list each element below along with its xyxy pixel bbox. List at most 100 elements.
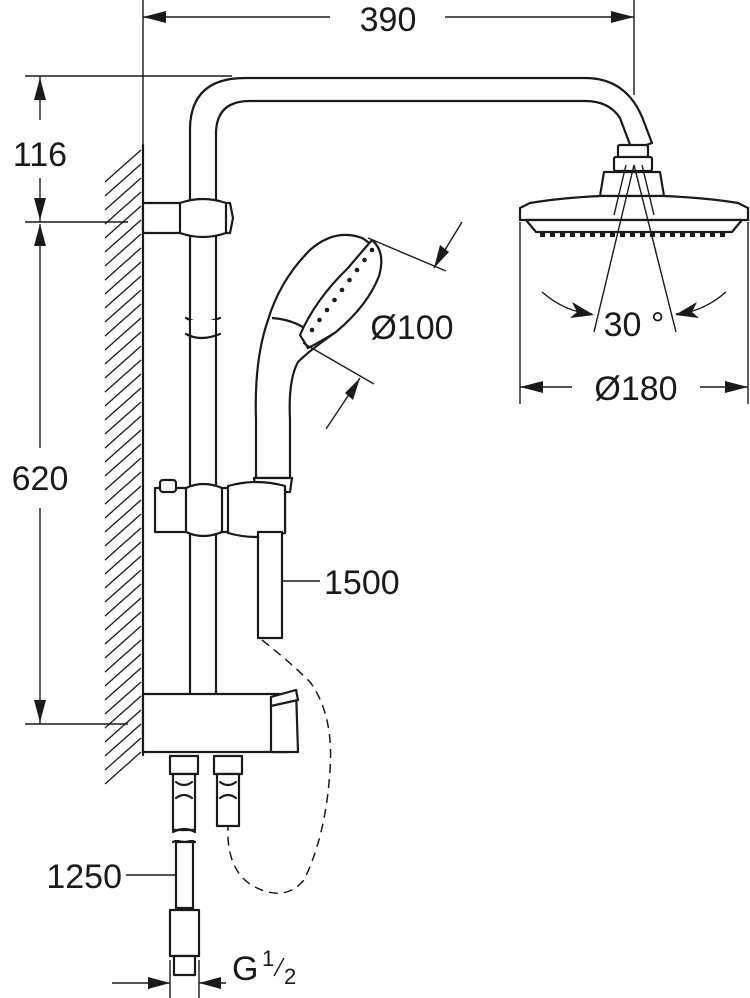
hand-nozzle — [324, 307, 330, 313]
wall-hatch-line — [104, 303, 142, 337]
wall-hatch-line — [104, 331, 142, 365]
shower-arm — [184, 76, 654, 702]
dimension-connection-thread: G 1 2 — [112, 946, 296, 998]
head-nozzle — [600, 232, 605, 237]
wall-hatch-line — [104, 737, 142, 771]
diverter-block — [141, 688, 300, 754]
head-nozzle — [550, 232, 555, 237]
supply-hose — [168, 827, 201, 977]
wall-hatch-line — [104, 443, 142, 477]
head-nozzle — [540, 232, 545, 237]
wall-hatch-line — [104, 149, 142, 183]
wall-hatch-line — [104, 373, 142, 407]
top-wall-bracket — [141, 197, 235, 239]
head-nozzle — [570, 232, 575, 237]
dimension-total-width: 390 — [142, 0, 635, 145]
head-nozzle — [560, 232, 565, 237]
dimension-label-total-width: 390 — [360, 1, 417, 39]
wall-hatch-line — [104, 485, 142, 519]
wall-hatch-line — [104, 695, 142, 729]
wall-hatching — [104, 143, 145, 785]
wall-hatch-line — [104, 709, 142, 743]
dimension-label-hand-diameter: Ø100 — [370, 309, 453, 347]
wall-hatch-line — [104, 177, 142, 211]
head-nozzle — [620, 232, 625, 237]
wall-hatch-line — [104, 527, 142, 561]
wall-hatch-line — [104, 401, 142, 435]
wall-hatch-line — [104, 681, 142, 715]
wall-hatch-line — [104, 233, 142, 267]
head-nozzle — [610, 232, 615, 237]
wall-hatch-line — [104, 429, 142, 463]
dimension-label-supply-hose: 1250 — [46, 858, 122, 896]
dimension-label-thread: G — [232, 950, 258, 988]
wall-hatch-line — [104, 247, 142, 281]
wall-hatch-line — [104, 499, 142, 533]
wall-hatch-line — [104, 541, 142, 575]
head-nozzle — [690, 232, 695, 237]
wall-hatch-line — [104, 625, 142, 659]
dimension-label-spray-angle: 30 ° — [604, 306, 665, 344]
dimension-rail-height: 620 — [12, 224, 128, 725]
head-nozzle — [630, 232, 635, 237]
dimension-hand-diameter: Ø100 — [302, 221, 463, 430]
wall-hatch-line — [104, 261, 142, 295]
wall-hatch-line — [104, 597, 142, 631]
shower-hose — [227, 530, 332, 894]
head-nozzle — [680, 232, 685, 237]
head-nozzle — [700, 232, 705, 237]
wall-hatch-line — [104, 653, 142, 687]
dimension-label-thread-denominator: 2 — [284, 964, 296, 989]
dimension-supply-hose: 1250 — [46, 858, 176, 896]
hand-nozzle — [362, 257, 367, 263]
wall-hatch-line — [104, 457, 142, 491]
head-nozzle — [710, 232, 715, 237]
hand-nozzle — [354, 267, 360, 273]
head-nozzle — [670, 232, 675, 237]
dimension-label-rail-height: 620 — [12, 460, 69, 498]
wall-hatch-line — [104, 471, 142, 505]
dimension-top-height: 116 — [13, 75, 232, 223]
wall-hatch-line — [104, 513, 142, 547]
fraction-slash — [273, 957, 285, 977]
wall-hatch-line — [104, 667, 142, 701]
dimension-label-thread-numerator: 1 — [262, 946, 274, 971]
wall-hatch-line — [104, 387, 142, 421]
wall-hatch-line — [104, 611, 142, 645]
wall-hatch-line — [104, 555, 142, 589]
hand-nozzle — [369, 247, 375, 253]
dimension-label-shower-hose: 1500 — [324, 564, 400, 602]
wall-hatch-line — [104, 345, 142, 379]
head-nozzle — [580, 232, 585, 237]
wall-hatch-line — [104, 751, 142, 785]
head-nozzle — [650, 232, 655, 237]
dimension-spray-angle: 30 ° — [541, 164, 727, 344]
head-nozzle — [660, 232, 665, 237]
dimension-label-head-diameter: Ø180 — [594, 370, 677, 408]
wall-hatch-line — [104, 723, 142, 757]
wall-hatch-line — [104, 583, 142, 617]
wall-hatch-line — [104, 163, 142, 197]
wall-hatch-line — [104, 219, 142, 253]
wall-hatch-line — [104, 569, 142, 603]
wall-hatch-line — [104, 639, 142, 673]
wall-hatch-line — [104, 359, 142, 393]
dimension-shower-hose: 1500 — [282, 564, 400, 602]
hand-nozzle — [332, 297, 337, 303]
wall-hatch-line — [104, 191, 142, 225]
head-nozzle — [640, 232, 645, 237]
dimension-head-diameter: Ø180 — [519, 222, 749, 408]
dimension-label-top-height: 116 — [13, 136, 67, 174]
shower-slider — [153, 478, 287, 539]
wall-hatch-line — [104, 289, 142, 323]
wall-hatch-line — [104, 415, 142, 449]
hand-shower — [252, 233, 383, 494]
wall-hatch-line — [104, 275, 142, 309]
hand-nozzle — [317, 317, 322, 323]
head-nozzle — [590, 232, 595, 237]
head-shower — [518, 170, 750, 237]
hand-nozzle — [347, 277, 352, 283]
wall-hatch-line — [104, 317, 142, 351]
hand-nozzle — [339, 287, 345, 293]
head-nozzle — [720, 232, 725, 237]
